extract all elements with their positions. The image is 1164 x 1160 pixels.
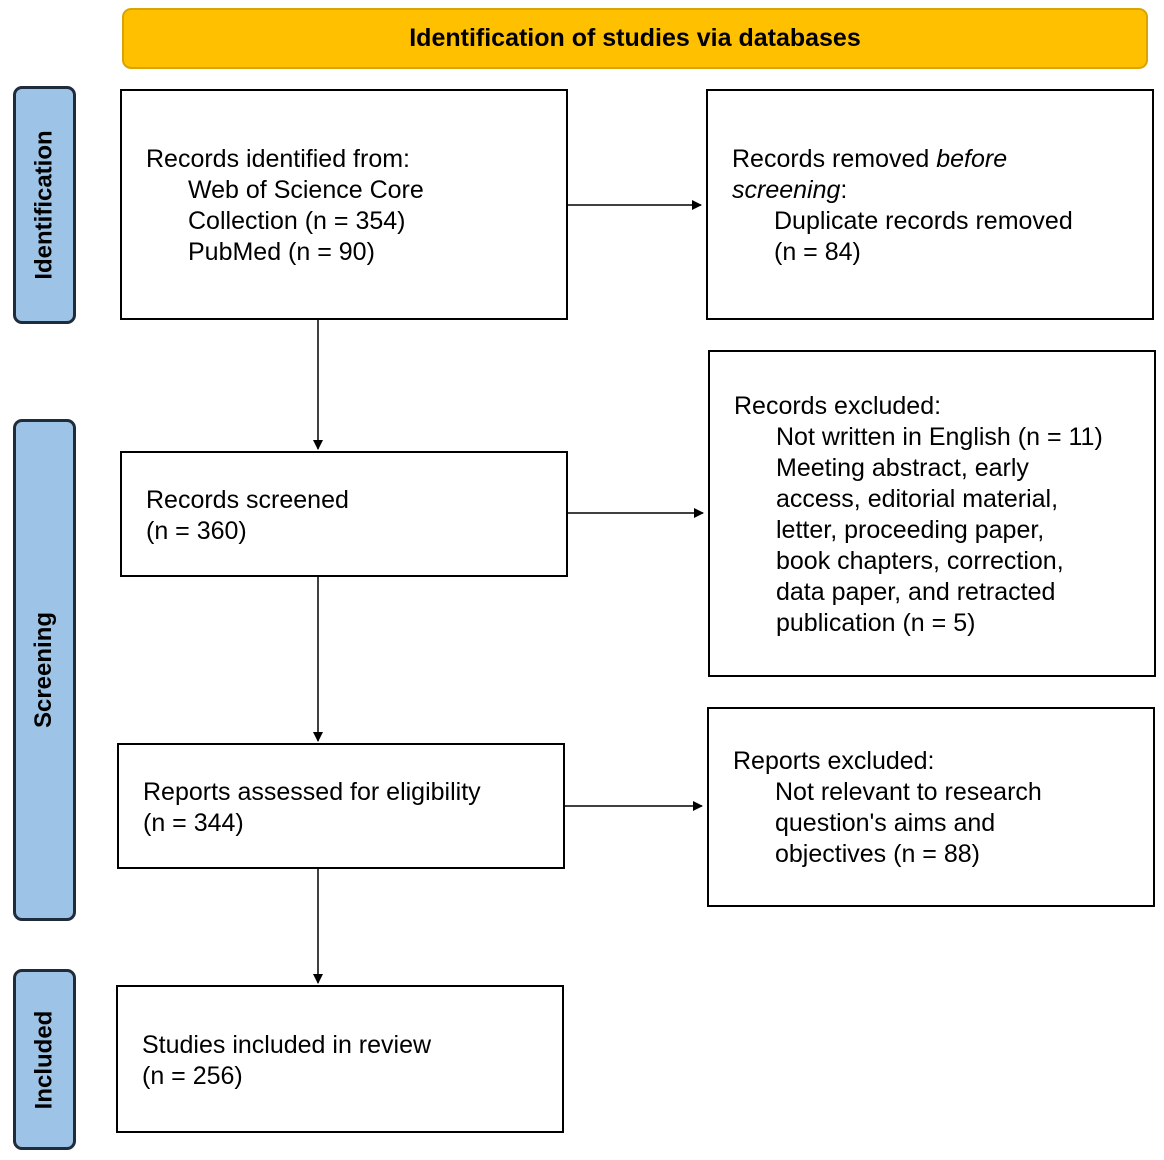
- records-excluded-types-2: access, editorial material,: [776, 485, 1059, 513]
- studies-included-count: (n = 256): [142, 1062, 243, 1090]
- records-identified-heading: Records identified from:: [146, 145, 411, 173]
- records-excluded-types-6: publication (n = 5): [776, 609, 976, 637]
- records-excluded-types-5: data paper, and retracted: [776, 578, 1056, 606]
- records-removed-count: (n = 84): [774, 238, 861, 266]
- records-excluded-heading: Records excluded:: [734, 392, 942, 420]
- reports-excluded-box: Reports excluded: Not relevant to resear…: [707, 707, 1155, 907]
- records-identified-source-pubmed: PubMed (n = 90): [188, 238, 375, 266]
- records-excluded-types-4: book chapters, correction,: [776, 547, 1064, 575]
- records-excluded-english: Not written in English (n = 11): [776, 423, 1103, 451]
- stage-identification-label: Identification: [30, 130, 58, 280]
- stage-screening-label: Screening: [30, 611, 58, 729]
- records-identified-source-wos-count: Collection (n = 354): [188, 207, 406, 235]
- stage-identification: Identification: [13, 86, 76, 324]
- records-removed-box: Records removed before screening: Duplic…: [706, 89, 1154, 320]
- records-excluded-box: Records excluded: Not written in English…: [708, 350, 1156, 677]
- records-identified-box: Records identified from: Web of Science …: [120, 89, 568, 320]
- studies-included-heading: Studies included in review: [142, 1031, 432, 1059]
- records-screened-box: Records screened (n = 360): [120, 451, 568, 577]
- records-excluded-types-3: letter, proceeding paper,: [776, 516, 1045, 544]
- records-excluded-types-1: Meeting abstract, early: [776, 454, 1029, 482]
- reports-assessed-box: Reports assessed for eligibility (n = 34…: [117, 743, 565, 869]
- records-screened-heading: Records screened: [146, 486, 349, 514]
- reports-excluded-reason-3: objectives (n = 88): [775, 840, 980, 868]
- records-removed-heading-cont: screening:: [732, 176, 848, 204]
- records-removed-duplicates: Duplicate records removed: [774, 207, 1073, 235]
- records-screened-count: (n = 360): [146, 517, 247, 545]
- reports-excluded-reason-2: question's aims and: [775, 809, 996, 837]
- records-identified-source-wos: Web of Science Core: [188, 176, 424, 204]
- reports-assessed-heading: Reports assessed for eligibility: [143, 778, 481, 806]
- phase-header-title: Identification of studies via databases: [409, 24, 861, 52]
- records-removed-heading: Records removed before: [732, 145, 1008, 173]
- reports-assessed-count: (n = 344): [143, 809, 244, 837]
- stage-screening: Screening: [13, 419, 76, 921]
- stage-included-label: Included: [30, 1010, 58, 1109]
- reports-excluded-heading: Reports excluded:: [733, 747, 935, 775]
- reports-excluded-reason-1: Not relevant to research: [775, 778, 1042, 806]
- stage-included: Included: [13, 969, 76, 1150]
- studies-included-box: Studies included in review (n = 256): [116, 985, 564, 1133]
- phase-header: Identification of studies via databases: [122, 8, 1148, 69]
